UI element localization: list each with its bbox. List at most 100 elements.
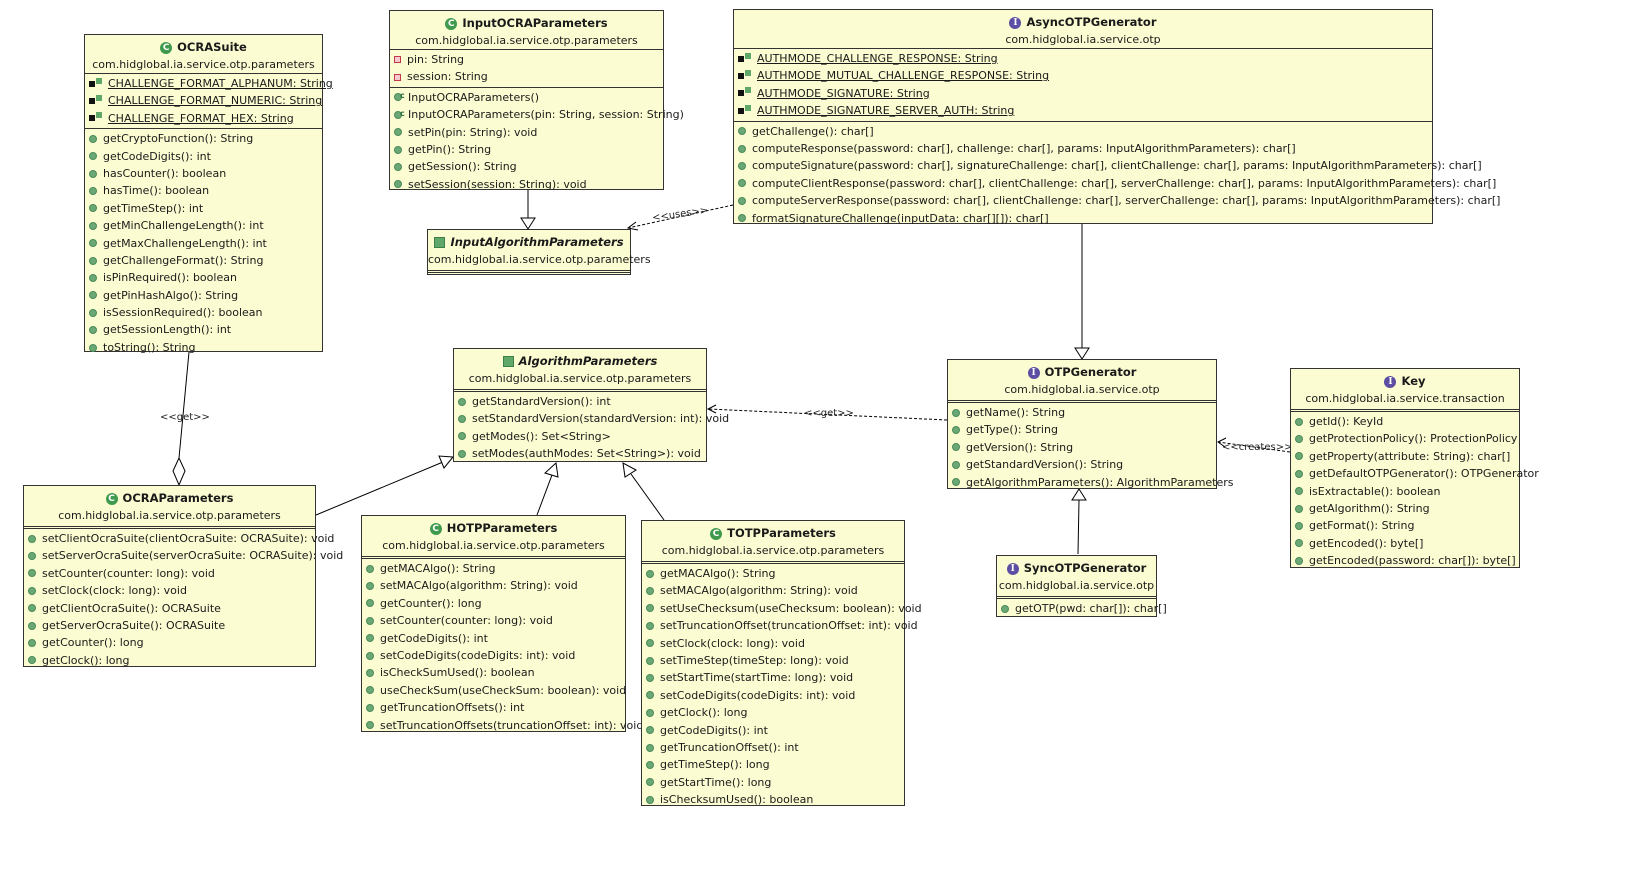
- method-row[interactable]: useCheckSum(useCheckSum: boolean): void: [366, 682, 626, 699]
- method-row[interactable]: getMACAlgo(): String: [366, 560, 625, 577]
- method-row[interactable]: getOTP(pwd: char[]): char[]: [1001, 600, 1167, 617]
- method-row[interactable]: isChecksumUsed(): boolean: [646, 791, 904, 808]
- method-row[interactable]: setClientOcraSuite(clientOcraSuite: OCRA…: [28, 530, 334, 547]
- method-row[interactable]: getCounter(): long: [366, 595, 625, 612]
- method-row[interactable]: setTimeStep(timeStep: long): void: [646, 652, 904, 669]
- method-row[interactable]: setClock(clock: long): void: [646, 635, 904, 652]
- method-row[interactable]: getAlgorithmParameters(): AlgorithmParam…: [952, 474, 1234, 491]
- method-row[interactable]: getAlgorithm(): String: [1295, 500, 1519, 517]
- method-row[interactable]: toString(): String: [89, 339, 322, 356]
- method-row[interactable]: isSessionRequired(): boolean: [89, 304, 322, 321]
- method-row[interactable]: getCodeDigits(): int: [366, 630, 625, 647]
- method-row[interactable]: formatSignatureChallenge(inputData: char…: [738, 210, 1432, 227]
- method-row[interactable]: getProperty(attribute: String): char[]: [1295, 448, 1519, 465]
- field-row[interactable]: CHALLENGE_FORMAT_HEX: String: [89, 110, 322, 127]
- method-row[interactable]: setServerOcraSuite(serverOcraSuite: OCRA…: [28, 547, 343, 564]
- method-row[interactable]: setMACAlgo(algorithm: String): void: [646, 582, 904, 599]
- field-row[interactable]: CHALLENGE_FORMAT_ALPHANUM: String: [89, 75, 333, 92]
- method-row[interactable]: setClock(clock: long): void: [28, 582, 315, 599]
- method-row[interactable]: computeServerResponse(password: char[], …: [738, 192, 1500, 209]
- public-method-icon: [89, 326, 97, 335]
- public-method-icon: [89, 134, 97, 143]
- method-row[interactable]: setCounter(counter: long): void: [28, 565, 315, 582]
- method-row[interactable]: setTruncationOffset(truncationOffset: in…: [646, 617, 918, 634]
- method-row[interactable]: computeSignature(password: char[], signa…: [738, 157, 1482, 174]
- method-row[interactable]: getType(): String: [952, 421, 1216, 438]
- method-row[interactable]: getStartTime(): long: [646, 774, 904, 791]
- method-row[interactable]: setSession(session: String): void: [394, 176, 663, 193]
- method-row[interactable]: getPin(): String: [394, 141, 663, 158]
- method-row[interactable]: getMinChallengeLength(): int: [89, 217, 322, 234]
- method-row[interactable]: setTruncationOffsets(truncationOffset: i…: [366, 717, 643, 734]
- method-row[interactable]: getClientOcraSuite(): OCRASuite: [28, 600, 315, 617]
- method-row[interactable]: getClock(): long: [28, 652, 315, 669]
- method-row[interactable]: getEncoded(password: char[]): byte[]: [1295, 552, 1519, 569]
- method-row[interactable]: isCheckSumUsed(): boolean: [366, 664, 625, 681]
- method-row[interactable]: getServerOcraSuite(): OCRASuite: [28, 617, 315, 634]
- method-row[interactable]: getCounter(): long: [28, 634, 315, 651]
- method-row[interactable]: setCounter(counter: long): void: [366, 612, 625, 629]
- method-row[interactable]: getStandardVersion(): String: [952, 456, 1216, 473]
- method-row[interactable]: getModes(): Set<String>: [458, 428, 706, 445]
- method-row[interactable]: getMaxChallengeLength(): int: [89, 235, 322, 252]
- method-row[interactable]: getVersion(): String: [952, 439, 1216, 456]
- method-row[interactable]: getTruncationOffset(): int: [646, 739, 904, 756]
- field-row[interactable]: CHALLENGE_FORMAT_NUMERIC: String: [89, 92, 322, 109]
- method-row[interactable]: getChallenge(): char[]: [738, 123, 1432, 140]
- method-row[interactable]: setStartTime(startTime: long): void: [646, 669, 904, 686]
- method-row[interactable]: getStandardVersion(): int: [458, 393, 706, 410]
- method-row[interactable]: isPinRequired(): boolean: [89, 269, 322, 286]
- field-row[interactable]: AUTHMODE_CHALLENGE_RESPONSE: String: [738, 50, 1432, 67]
- method-row[interactable]: hasCounter(): boolean: [89, 165, 322, 182]
- method-row[interactable]: getCodeDigits(): int: [89, 148, 322, 165]
- method-row[interactable]: getTimeStep(): long: [646, 756, 904, 773]
- method-row[interactable]: getProtectionPolicy(): ProtectionPolicy: [1295, 430, 1519, 447]
- method-row[interactable]: setStandardVersion(standardVersion: int)…: [458, 410, 729, 427]
- method-row[interactable]: computeClientResponse(password: char[], …: [738, 175, 1496, 192]
- method-row[interactable]: getCryptoFunction(): String: [89, 130, 322, 147]
- method-row[interactable]: getDefaultOTPGenerator(): OTPGenerator: [1295, 465, 1539, 482]
- method-row[interactable]: getChallengeFormat(): String: [89, 252, 322, 269]
- method-row[interactable]: getTruncationOffsets(): int: [366, 699, 625, 716]
- method-row[interactable]: setCodeDigits(codeDigits: int): void: [646, 687, 904, 704]
- method-row[interactable]: setModes(authModes: Set<String>): void: [458, 445, 706, 462]
- method-row[interactable]: computeResponse(password: char[], challe…: [738, 140, 1432, 157]
- method-row[interactable]: getSessionLength(): int: [89, 321, 322, 338]
- field-row[interactable]: session: String: [394, 68, 663, 85]
- method-row[interactable]: getSession(): String: [394, 158, 663, 175]
- field-row[interactable]: pin: String: [394, 51, 663, 68]
- method-row[interactable]: getEncoded(): byte[]: [1295, 535, 1519, 552]
- method-row[interactable]: setCodeDigits(codeDigits: int): void: [366, 647, 625, 664]
- method-row[interactable]: setPin(pin: String): void: [394, 124, 663, 141]
- field-row[interactable]: AUTHMODE_SIGNATURE_SERVER_AUTH: String: [738, 102, 1432, 119]
- method-row[interactable]: setMACAlgo(algorithm: String): void: [366, 577, 625, 594]
- method-row[interactable]: getId(): KeyId: [1295, 413, 1519, 430]
- method-row[interactable]: getTimeStep(): int: [89, 200, 322, 217]
- field-row[interactable]: AUTHMODE_SIGNATURE: String: [738, 85, 1432, 102]
- method-row[interactable]: getFormat(): String: [1295, 517, 1519, 534]
- method-row[interactable]: setUseChecksum(useChecksum: boolean): vo…: [646, 600, 922, 617]
- method-text: getMACAlgo(): String: [380, 562, 496, 575]
- method-row[interactable]: isExtractable(): boolean: [1295, 483, 1519, 500]
- method-row[interactable]: getName(): String: [952, 404, 1216, 421]
- method-row[interactable]: getCodeDigits(): int: [646, 722, 904, 739]
- method-row[interactable]: getClock(): long: [646, 704, 904, 721]
- method-row[interactable]: hasTime(): boolean: [89, 182, 322, 199]
- field-row[interactable]: AUTHMODE_MUTUAL_CHALLENGE_RESPONSE: Stri…: [738, 67, 1432, 84]
- method-row[interactable]: getMACAlgo(): String: [646, 565, 904, 582]
- method-row[interactable]: getPinHashAlgo(): String: [89, 287, 322, 304]
